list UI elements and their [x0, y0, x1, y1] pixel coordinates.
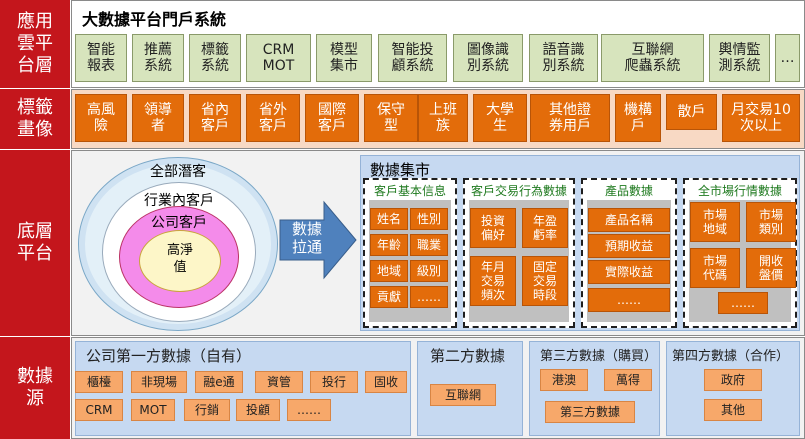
- label-all-prospects: 全部潛客: [150, 164, 206, 180]
- app-box: 模型 集市: [316, 34, 372, 82]
- row-label-source: 數據 源: [0, 337, 70, 439]
- row-label-tag: 標籤 畫像: [0, 89, 70, 149]
- source-item: 第三方數據: [545, 401, 635, 423]
- mart-group-title: 全市場行情數據: [697, 184, 782, 198]
- source-item: 固收: [365, 371, 407, 393]
- tag-box: 高風 險: [75, 94, 127, 142]
- source-fourth-party-title: 第四方數據（合作）: [672, 349, 790, 364]
- tag-box: 機構 戶: [615, 94, 661, 142]
- source-item: 融e通: [195, 371, 243, 393]
- source-item: CRM: [75, 399, 123, 421]
- tag-box: 省內 客戶: [189, 94, 241, 142]
- tag-box: 其他證 券用戶: [530, 94, 610, 142]
- app-box: 互聯網 爬蟲系統: [601, 34, 704, 82]
- app-box: 推薦 系統: [132, 34, 184, 82]
- mart-item: 職業: [410, 234, 448, 256]
- mart-item: 實際收益: [588, 260, 670, 284]
- mart-item: 固定 交易 時段: [522, 256, 568, 306]
- app-box: 智能 報表: [75, 34, 127, 82]
- mart-group-title: 客戶基本信息: [373, 184, 446, 198]
- app-box: 智能投 顧系統: [378, 34, 447, 82]
- source-item: 行銷: [184, 399, 230, 421]
- mart-item: ……: [588, 288, 670, 312]
- tag-box: 領導 者: [132, 94, 184, 142]
- app-box: …: [775, 34, 800, 82]
- mart-item: 投資 偏好: [470, 208, 516, 248]
- tag-box: 保守 型: [364, 94, 418, 142]
- mart-item: 產品名稱: [588, 208, 670, 232]
- tag-box: 國際 客戶: [305, 94, 359, 142]
- label-industry-customers: 行業內客戶: [144, 193, 214, 209]
- row-label-base: 底層 平台: [0, 150, 70, 336]
- mart-group-title: 客戶交易行為數據: [470, 184, 567, 198]
- mart-item: 市場 類別: [746, 202, 796, 242]
- tag-box: 上班 族: [418, 94, 468, 142]
- mart-item: 市場 代碼: [690, 248, 740, 288]
- app-box: CRM MOT: [246, 34, 311, 82]
- mart-item: 年月 交易 頻次: [470, 256, 516, 306]
- source-item: 投行: [310, 371, 358, 393]
- mart-item: 地域: [370, 260, 408, 282]
- source-third-party-title: 第三方數據（購買）: [540, 349, 658, 364]
- data-pull-arrow: [279, 200, 357, 280]
- mart-item: 預期收益: [588, 234, 670, 258]
- mart-group-title: 產品數據: [604, 184, 653, 198]
- tag-box: 月交易10 次以上: [722, 94, 800, 142]
- mart-item: 市場 地域: [690, 202, 740, 242]
- source-second-party-title: 第二方數據: [430, 347, 506, 365]
- app-box: 語音識 別系統: [529, 34, 598, 82]
- source-item: 非現場: [131, 371, 187, 393]
- label-company-customers: 公司客戶: [151, 215, 207, 231]
- source-item: 萬得: [604, 369, 652, 391]
- mart-item: 開收 盤價: [746, 248, 796, 288]
- app-box: 圖像識 別系統: [453, 34, 523, 82]
- row-label-app: 應用 雲平 台層: [0, 0, 70, 88]
- source-item: 其他: [704, 399, 762, 421]
- source-item: 櫃檯: [75, 371, 123, 393]
- source-item: 資管: [255, 371, 303, 393]
- mart-item: 年齡: [370, 234, 408, 256]
- mart-item: ……: [410, 286, 448, 308]
- mart-item: 級別: [410, 260, 448, 282]
- app-box: 輿情監 測系統: [709, 34, 770, 82]
- source-item: 港澳: [540, 369, 588, 391]
- mart-item: 性別: [410, 208, 448, 230]
- mart-item: 年盈 虧率: [522, 208, 568, 248]
- tag-box: 省外 客戶: [246, 94, 300, 142]
- source-first-party-title: 公司第一方數據（自有）: [86, 347, 252, 365]
- tag-box: 散戶: [666, 94, 717, 130]
- mart-item: 貢獻: [370, 286, 408, 308]
- app-layer-title: 大數據平台門戶系統: [82, 10, 227, 29]
- label-high-net-worth: 高淨 值: [166, 243, 193, 275]
- mart-item: ……: [718, 292, 768, 314]
- source-item: 互聯網: [430, 384, 496, 406]
- mart-item: 姓名: [370, 208, 408, 230]
- app-box: 標籤 系統: [189, 34, 241, 82]
- source-item: 政府: [704, 369, 762, 391]
- data-pull-label: 數據 拉通: [291, 220, 322, 256]
- source-item: ……: [287, 399, 331, 421]
- ellipse-high-net-worth: [139, 230, 221, 292]
- source-item: MOT: [131, 399, 175, 421]
- tag-box: 大學 生: [473, 94, 527, 142]
- data-mart-title: 數據集市: [370, 161, 431, 179]
- source-item: 投顧: [236, 399, 280, 421]
